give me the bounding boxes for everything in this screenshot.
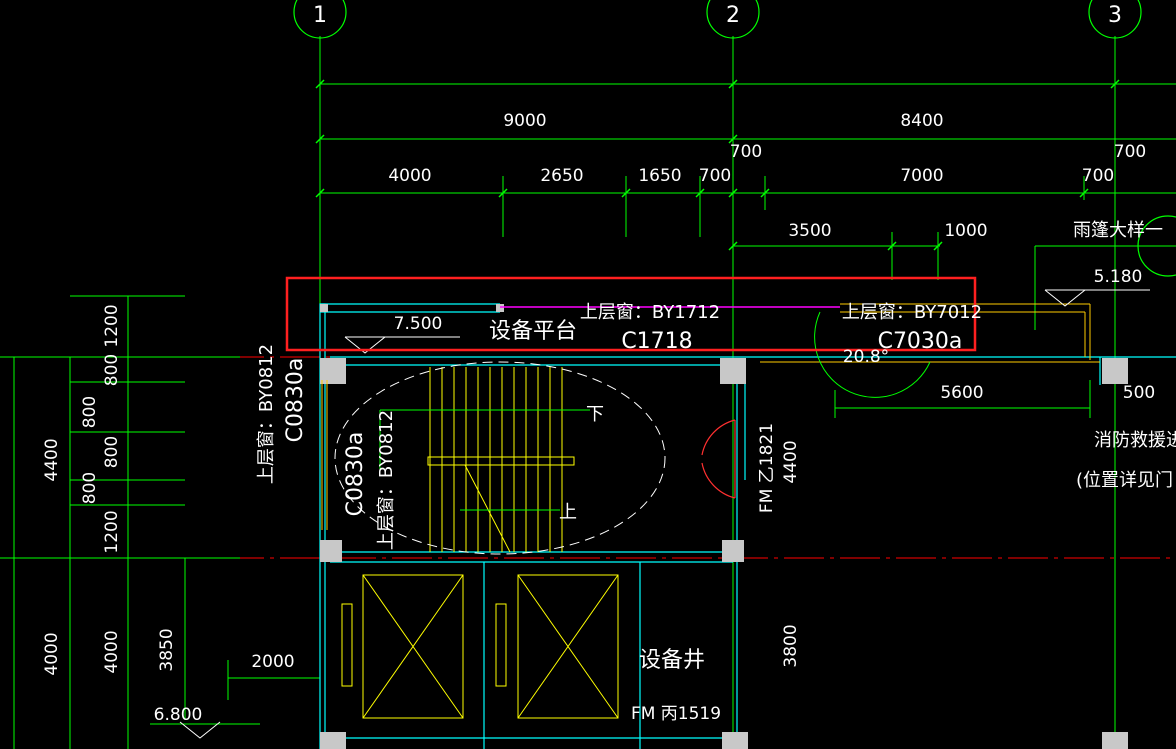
side-window-label: C0830a [283, 358, 308, 443]
dim-800-d: 800 [80, 472, 100, 504]
side-upper-window-label: 上层窗：BY0812 [256, 344, 277, 484]
red-axis-lines [0, 356, 1176, 559]
dim-4000: 4000 [388, 166, 431, 186]
equipment-platform-label: 设备平台 [489, 319, 577, 344]
dim-700-c: 700 [699, 166, 731, 186]
elevation-marks [179, 289, 1150, 739]
elevation-6800: 6.800 [154, 705, 203, 725]
axis-label-1: 1 [313, 3, 327, 28]
upper-window-label-2: 上层窗：BY7012 [842, 302, 982, 323]
dim-800-b: 800 [80, 396, 100, 428]
left-dimension-lines [0, 295, 240, 749]
inner-upper-window-label: 上层窗：BY0812 [376, 410, 397, 550]
dim-9000: 9000 [503, 111, 546, 131]
dim-1200-b: 1200 [102, 510, 122, 553]
dim-500: 500 [1123, 383, 1155, 403]
axis-bubble-1 [293, 0, 347, 39]
railings [321, 303, 1100, 530]
dim-800-c: 800 [102, 436, 122, 468]
window-label-c1718: C1718 [621, 329, 692, 354]
upper-window-label-1: 上层窗：BY1712 [580, 302, 720, 323]
dim-4400-right: 4400 [781, 440, 801, 483]
dim-700-d: 700 [1082, 166, 1114, 186]
dim-4000-left-a: 4000 [42, 632, 62, 675]
highlight-box [285, 276, 977, 352]
fire-door [701, 419, 736, 499]
dim-8400: 8400 [900, 111, 943, 131]
dim-4000-left-b: 4000 [102, 630, 122, 673]
angle-arc [814, 311, 931, 398]
axis-label-3: 3 [1108, 3, 1122, 28]
dim-3850: 3850 [157, 628, 177, 671]
top-dimension-lines [150, 83, 1176, 725]
dim-1200-a: 1200 [102, 304, 122, 347]
dim-4400-left: 4400 [42, 438, 62, 481]
axis-lines [319, 36, 1116, 749]
dim-3500: 3500 [788, 221, 831, 241]
stair-up-label: 上 [559, 502, 577, 523]
angle-label: 20.8° [843, 347, 889, 367]
fire-rescue-note: (位置详见门 [1076, 470, 1173, 491]
axis-bubble-2 [706, 0, 760, 39]
dim-3800: 3800 [781, 624, 801, 667]
axis-label-2: 2 [726, 3, 740, 28]
dim-2650: 2650 [540, 166, 583, 186]
inner-window-label: C0830a [343, 432, 368, 517]
columns [320, 304, 1128, 749]
door-label-fm-1821: FM 乙1821 [757, 423, 777, 513]
elevation-5180: 5.180 [1094, 267, 1143, 287]
stair-down-label: 下 [586, 404, 604, 425]
canopy-detail-label: 雨篷大样一 [1073, 220, 1163, 241]
stair-arrows [379, 409, 590, 511]
dim-7000: 7000 [900, 166, 943, 186]
stair-clearance-arc [334, 361, 666, 555]
dim-800-a: 800 [102, 354, 122, 386]
shaft-label: 设备井 [639, 648, 705, 673]
dimension-ticks [315, 79, 1120, 251]
elevator-2 [517, 574, 619, 719]
door-label-fm-1519: FM 丙1519 [631, 704, 721, 724]
elevators [341, 574, 619, 719]
elevation-7500: 7.500 [394, 314, 443, 334]
dim-5600: 5600 [940, 383, 983, 403]
elevator-1 [362, 574, 464, 719]
stair-treads [427, 367, 575, 553]
window-label-c7030a: C7030a [878, 329, 963, 354]
walls [319, 303, 1176, 749]
fire-rescue-label: 消防救援进 [1094, 430, 1176, 451]
dim-700-a: 700 [730, 142, 762, 162]
axis-bubble-3 [1088, 0, 1142, 39]
dim-700-b: 700 [1114, 142, 1146, 162]
dim-2000: 2000 [251, 652, 294, 672]
dim-1650: 1650 [638, 166, 681, 186]
dim-1000: 1000 [944, 221, 987, 241]
